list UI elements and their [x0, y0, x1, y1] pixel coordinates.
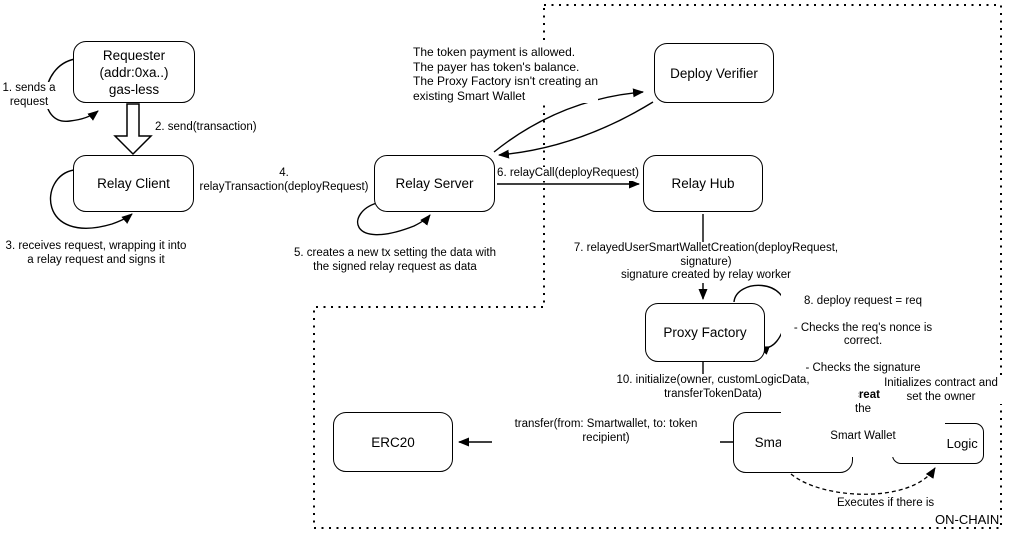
relay-hub-label: Relay Hub	[671, 176, 735, 191]
on-chain-boundary	[313, 4, 1002, 529]
erc20-label: ERC20	[371, 434, 415, 450]
transfer-label: transfer(from: Smartwallet, to: token re…	[492, 418, 720, 445]
requester-node: Requester (addr:0xa..) gas-less	[73, 41, 195, 103]
verifier-to-server-arrow	[498, 101, 654, 159]
step2-label: 2. send(transaction)	[155, 121, 257, 135]
step8-line2: - Checks the req's nonce is correct.	[793, 321, 933, 348]
deploy-verifier-label: Deploy Verifier	[670, 65, 758, 81]
relay-hub-node: Relay Hub	[643, 155, 763, 212]
deploy-verifier-node: Deploy Verifier	[654, 43, 774, 103]
send-transaction-block-arrow	[113, 103, 153, 156]
executes-custom-logic-arrow	[790, 467, 936, 495]
step3-label: 3. receives request, wrapping it into a …	[0, 240, 192, 267]
verifier-note: The token payment is allowed. The payer …	[413, 45, 599, 103]
erc20-node: ERC20	[333, 412, 453, 472]
relay-server-self-loop-arrow	[356, 202, 431, 236]
proxy-factory-label: Proxy Factory	[663, 325, 747, 340]
initializes-note: Initializes contract and set the owner	[880, 377, 1002, 404]
server-to-verifier-arrow	[493, 88, 644, 153]
step5-label: 5. creates a new tx setting the data wit…	[293, 247, 497, 274]
step7-label: 7. relayedUserSmartWalletCreation(deploy…	[548, 242, 864, 283]
step9-line2: Smart Wallet	[830, 429, 896, 442]
relay-client-self-loop-arrow	[49, 169, 133, 229]
step1-label: 1. sends a request	[0, 82, 58, 109]
relay-client-node: Relay Client	[73, 155, 194, 212]
step8-9-label: 8. deploy request = req - Checks the req…	[781, 281, 945, 457]
requester-label: Requester (addr:0xa..) gas-less	[99, 47, 169, 97]
requester-self-loop-arrow	[45, 58, 99, 122]
step6-label: 6. relayCall(deployRequest)	[496, 167, 640, 181]
relay-server-label: Relay Server	[395, 176, 474, 191]
executes-note: Executes if there is	[837, 497, 935, 511]
step8-line1: 8. deploy request = req	[804, 294, 922, 307]
proxy-factory-node: Proxy Factory	[645, 303, 765, 362]
step4-label: 4. relayTransaction(deployRequest)	[194, 167, 374, 194]
relay-client-label: Relay Client	[97, 176, 170, 191]
on-chain-label: ON-CHAIN	[935, 512, 1000, 527]
relay-server-node: Relay Server	[374, 155, 495, 212]
step10-label: 10. initialize(owner, customLogicData, t…	[568, 374, 858, 401]
step8-line3: - Checks the signature	[805, 362, 921, 374]
